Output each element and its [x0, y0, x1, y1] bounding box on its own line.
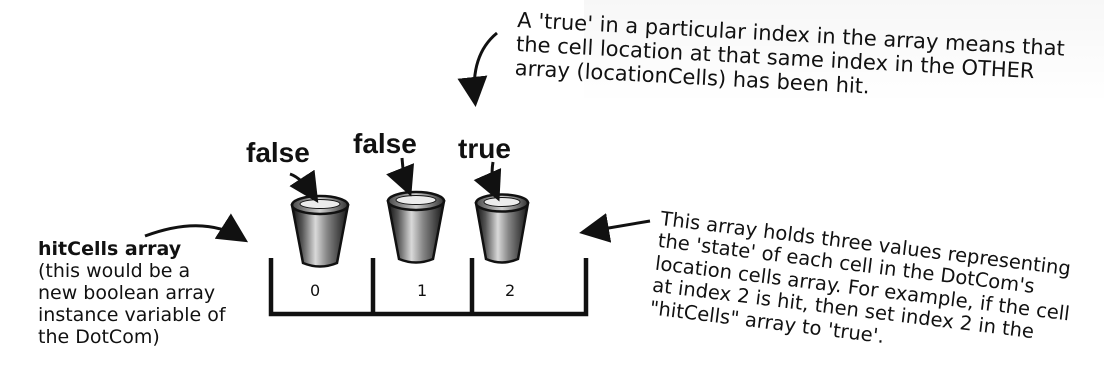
array-value-1: false [353, 128, 417, 160]
hitcells-label: hitCells array (this would be a new bool… [38, 238, 273, 348]
hitcells-title: hitCells array [38, 238, 181, 260]
array-index-2: 2 [505, 281, 515, 300]
cup-1 [388, 192, 444, 263]
hitcells-description-line-3: instance variable of [38, 304, 226, 326]
array-index-1: 1 [417, 281, 427, 300]
hitcells-description-line-2: new boolean array [38, 282, 215, 304]
array-index-0: 0 [310, 281, 320, 300]
array-value-0: false [246, 137, 310, 169]
hitcells-description-line-1: (this would be a [38, 260, 190, 282]
array-value-2: true [458, 133, 511, 165]
hitcells-description-line-4: the DotCom) [38, 326, 160, 348]
cup-2 [476, 195, 528, 263]
cup-0 [292, 196, 348, 267]
